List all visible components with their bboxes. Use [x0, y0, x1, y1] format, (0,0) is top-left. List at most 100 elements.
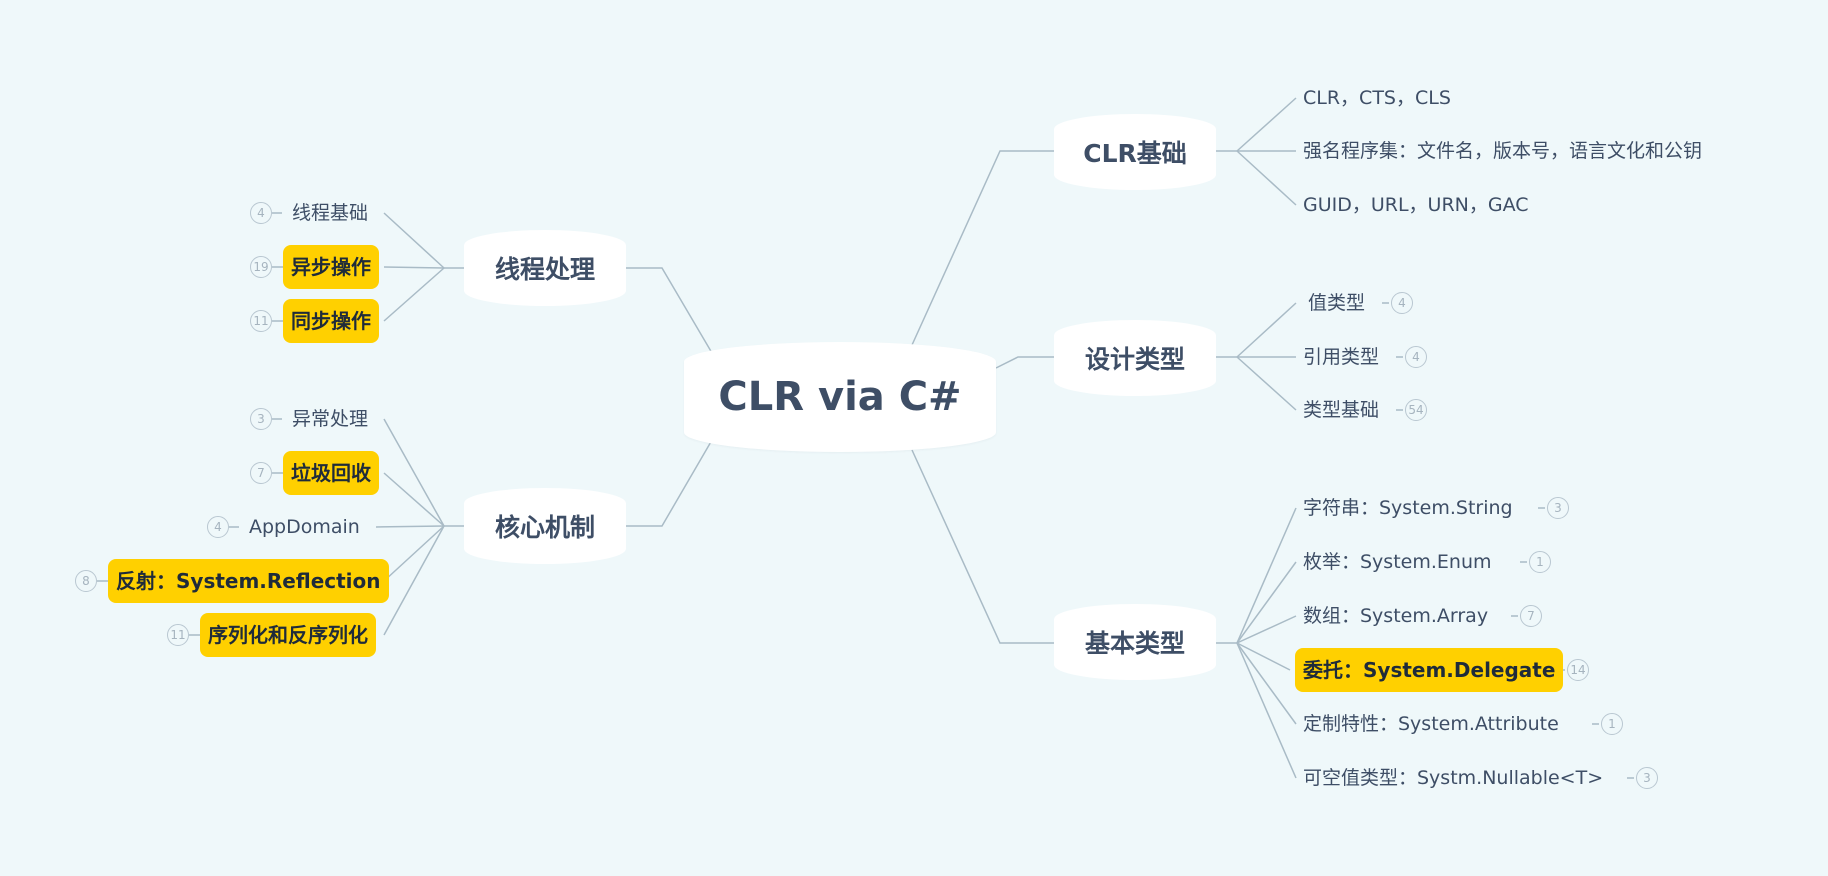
badge-count: 14: [1570, 663, 1586, 677]
topic-label: 线程基础: [292, 202, 369, 224]
topic-exception-handling[interactable]: 异常处理: [292, 405, 368, 433]
topic-label: 异常处理: [292, 408, 369, 430]
connector-design-types-child: [1236, 356, 1297, 411]
topic-system-delegate[interactable]: 委托：System.Delegate: [1295, 648, 1564, 692]
branch-clr-basics[interactable]: CLR基础: [1054, 114, 1216, 190]
topic-type-basics[interactable]: 类型基础: [1303, 396, 1379, 424]
count-badge[interactable]: 4: [207, 516, 229, 538]
badge-count: 4: [214, 520, 222, 534]
connector-central-clr-basics: [911, 150, 1054, 346]
topic-label: GUID，URL，URN，GAC: [1303, 194, 1529, 216]
topic-strong-named-assembly[interactable]: 强名程序集：文件名，版本号，语言文化和公钥: [1303, 137, 1702, 165]
topic-label: 定制特性：System.Attribute: [1303, 713, 1559, 735]
connector-basic-types-child: [1236, 642, 1291, 671]
count-badge[interactable]: 1: [1601, 713, 1623, 735]
topic-garbage-collection[interactable]: 垃圾回收: [283, 451, 379, 495]
count-badge[interactable]: 3: [1547, 497, 1569, 519]
topic-label: 序列化和反序列化: [208, 623, 368, 647]
topic-label: 字符串：System.String: [1303, 497, 1513, 519]
topic-appdomain[interactable]: AppDomain: [249, 513, 360, 541]
topic-system-attribute[interactable]: 定制特性：System.Attribute: [1303, 710, 1559, 738]
topic-label: 类型基础: [1303, 399, 1380, 421]
topic-label: 委托：System.Delegate: [1303, 658, 1556, 682]
topic-label: CLR，CTS，CLS: [1303, 87, 1451, 109]
topic-system-string[interactable]: 字符串：System.String: [1303, 494, 1513, 522]
connector-core-child: [375, 525, 445, 528]
connector-basic-types-child: [1236, 642, 1297, 725]
count-badge[interactable]: 19: [250, 256, 272, 278]
badge-count: 4: [257, 206, 265, 220]
topic-reference-types[interactable]: 引用类型: [1303, 343, 1379, 371]
connector-threading-child: [383, 212, 445, 269]
connector-basic-types-child: [1236, 615, 1297, 644]
count-badge[interactable]: 4: [1405, 346, 1427, 368]
connector-central-threading: [626, 267, 713, 354]
count-badge[interactable]: 7: [1520, 605, 1542, 627]
count-badge[interactable]: 3: [1636, 767, 1658, 789]
connector-core-child: [383, 525, 445, 636]
connector-threading-child: [383, 266, 445, 269]
badge-count: 4: [1412, 350, 1420, 364]
topic-label: 同步操作: [291, 309, 371, 333]
badge-count: 7: [257, 466, 265, 480]
topic-label: 异步操作: [291, 255, 371, 279]
branch-label: 核心机制: [494, 513, 595, 542]
connector-basic-types-child: [1236, 507, 1297, 644]
connector-core-child: [383, 472, 445, 527]
topic-label: 值类型: [1308, 292, 1366, 314]
topic-async-operations[interactable]: 异步操作: [283, 245, 379, 289]
topic-value-types[interactable]: 值类型: [1308, 289, 1365, 317]
branch-label: 设计类型: [1084, 345, 1185, 374]
connector-design-types-child: [1236, 302, 1297, 358]
count-badge[interactable]: 1: [1529, 551, 1551, 573]
connector-central-basic-types: [911, 449, 1054, 644]
badge-count: 11: [253, 314, 269, 328]
connector-clr-basics-child: [1236, 97, 1297, 152]
central-topic-label: CLR via C#: [718, 374, 962, 420]
central-topic[interactable]: CLR via C#: [684, 342, 996, 452]
topic-label: AppDomain: [249, 516, 360, 538]
count-badge[interactable]: 7: [250, 462, 272, 484]
connector-basic-types-child: [1236, 642, 1297, 779]
connector-core-child: [383, 525, 445, 582]
topic-system-enum[interactable]: 枚举：System.Enum: [1303, 548, 1492, 576]
count-badge[interactable]: 11: [250, 310, 272, 332]
count-badge[interactable]: 14: [1567, 659, 1589, 681]
badge-count: 1: [1536, 555, 1544, 569]
badge-count: 8: [82, 574, 90, 588]
connector-clr-basics-child: [1236, 150, 1297, 206]
badge-count: 3: [1554, 501, 1562, 515]
topic-label: 反射：System.Reflection: [116, 569, 381, 593]
badge-count: 3: [257, 412, 265, 426]
connector-threading-child: [383, 267, 445, 322]
topic-thread-basics[interactable]: 线程基础: [292, 199, 368, 227]
count-badge[interactable]: 4: [1391, 292, 1413, 314]
branch-basic-types[interactable]: 基本类型: [1054, 604, 1216, 680]
branch-label: 线程处理: [494, 255, 595, 284]
topic-sync-operations[interactable]: 同步操作: [283, 299, 379, 343]
branch-label: CLR基础: [1083, 139, 1187, 168]
count-badge[interactable]: 11: [167, 624, 189, 646]
badge-count: 3: [1643, 771, 1651, 785]
topic-label: 枚举：System.Enum: [1303, 551, 1492, 573]
topic-guid-url-urn-gac[interactable]: GUID，URL，URN，GAC: [1303, 191, 1529, 219]
count-badge[interactable]: 3: [250, 408, 272, 430]
count-badge[interactable]: 4: [250, 202, 272, 224]
topic-system-array[interactable]: 数组：System.Array: [1303, 602, 1488, 630]
count-badge[interactable]: 54: [1405, 399, 1427, 421]
topic-serialization[interactable]: 序列化和反序列化: [200, 613, 376, 657]
topic-clr-cts-cls[interactable]: CLR，CTS，CLS: [1303, 84, 1451, 112]
count-badge[interactable]: 8: [75, 570, 97, 592]
badge-count: 11: [170, 628, 186, 642]
topic-reflection[interactable]: 反射：System.Reflection: [108, 559, 389, 603]
topic-label: 可空值类型：Systm.Nullable<T>: [1303, 767, 1604, 789]
branch-design-types[interactable]: 设计类型: [1054, 320, 1216, 396]
branch-threading[interactable]: 线程处理: [464, 230, 626, 306]
topic-label: 垃圾回收: [291, 461, 371, 485]
badge-count: 19: [253, 260, 269, 274]
topic-nullable[interactable]: 可空值类型：Systm.Nullable<T>: [1303, 764, 1603, 792]
branch-core-mechanisms[interactable]: 核心机制: [464, 488, 626, 564]
connector-basic-types-child: [1236, 561, 1297, 644]
